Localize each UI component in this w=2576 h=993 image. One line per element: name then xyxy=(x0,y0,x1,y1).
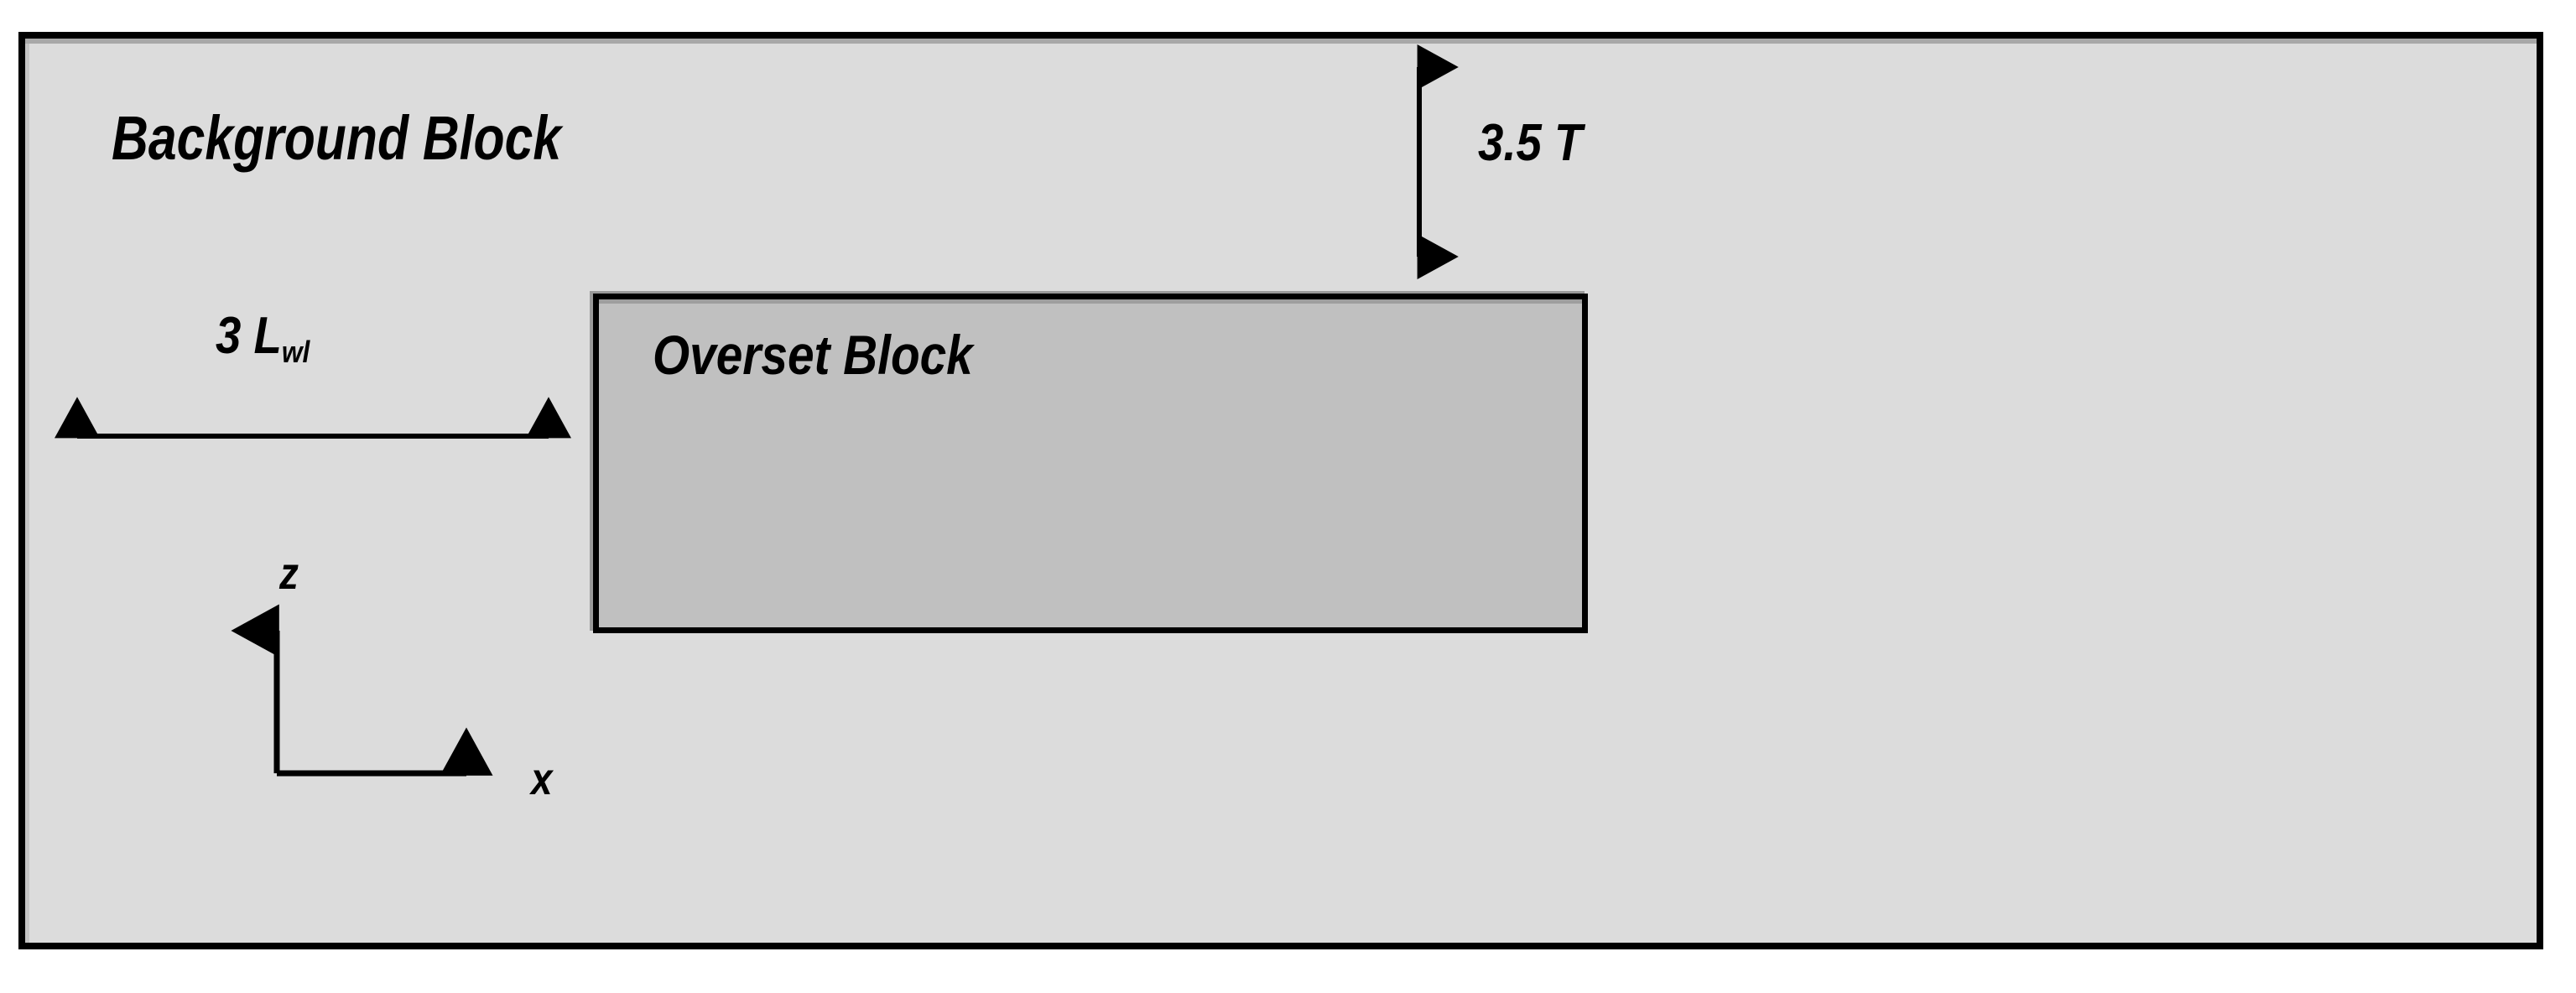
length-clearance-subscript: wl xyxy=(281,334,310,369)
axis-label-x: x xyxy=(531,754,553,804)
height-clearance-label: 3.5 T xyxy=(1478,114,1583,172)
overset-block xyxy=(593,294,1588,633)
background-block-label: Background Block xyxy=(112,103,562,173)
length-clearance-label: 3 Lwl xyxy=(216,307,310,367)
axis-label-z: z xyxy=(279,548,299,599)
overset-block-label: Overset Block xyxy=(653,324,973,386)
length-clearance-prefix: 3 L xyxy=(216,307,282,365)
